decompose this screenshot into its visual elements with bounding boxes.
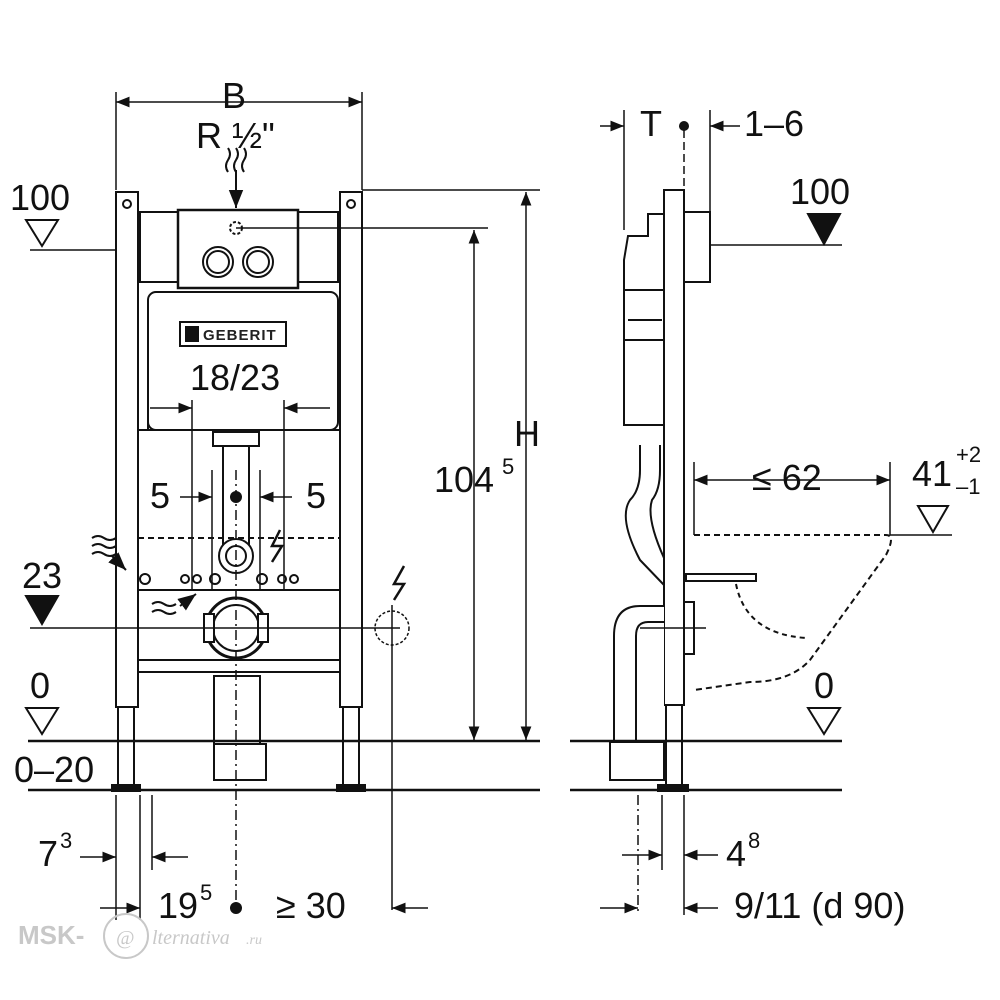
flush-pipe [212,431,260,447]
flush-button-right [242,246,274,278]
label-dim-41-plus: +2 [956,442,981,467]
label-spacing: 18/23 [190,357,280,398]
label-dim-73: 7 [38,833,58,874]
label-offset-right: 5 [306,475,326,516]
electric-icon-front [269,529,285,563]
label-height-h: H [514,413,540,454]
label-dim-48: 4 [726,833,746,874]
side-drain-bend [613,605,664,743]
label-dim-195-sup: 5 [200,880,212,905]
label-floor-range: 0–20 [14,749,94,790]
level-100-left-icon [24,219,60,248]
level-100-right-icon [806,213,842,247]
label-dim-41-minus: –1 [956,474,980,499]
mounting-bolt [685,573,757,582]
label-zero-left: 0 [30,665,50,706]
label-height-1045-sup: 5 [502,454,514,479]
label-height-1045: 104 [434,459,494,500]
label-width-b: B [222,75,246,116]
svg-text:@: @ [116,927,134,949]
left-frame-post [115,191,139,708]
label-thread: R ½" [196,115,275,156]
watermark-prefix: MSK- [18,920,84,950]
label-dim-48-sup: 8 [748,828,760,853]
label-max-62: ≤ 62 [752,457,822,498]
left-foot [117,706,135,788]
label-dim-41: 41 [912,453,952,494]
label-zero-right: 0 [814,665,834,706]
right-foot [342,706,360,788]
label-offset-left: 5 [150,475,170,516]
logo-text: GEBERIT [203,327,277,344]
watermark-tld: .ru [246,933,262,948]
side-dimensions [570,110,952,915]
electric-icon-box [391,565,407,601]
water-supply-icon [225,147,247,173]
level-23-icon [24,595,60,627]
label-min-30: ≥ 30 [276,885,346,926]
drain-pipe [213,675,261,745]
front-view [111,191,366,792]
label-dim-73-sup: 3 [60,828,72,853]
watermark-at-icon [103,913,149,959]
label-depth-t: T [640,103,662,144]
watermark: MSK- @ lternativa .ru [18,913,262,959]
flush-button-left [202,246,234,278]
label-depth-range: 1–6 [744,103,804,144]
side-view [609,189,892,792]
label-dim-195: 19 [158,885,198,926]
level-0-right-icon [806,707,842,736]
level-markers [24,213,950,736]
watermark-suffix: lternativa [152,927,230,949]
label-ref-100-left: 100 [10,177,70,218]
geberit-logo: GEBERIT [179,321,287,347]
water-lower-icon [151,593,197,615]
level-0-left-icon [24,707,60,736]
label-ref-100-right: 100 [790,171,850,212]
front-dimensions [28,92,540,920]
toilet-bowl-outline [693,534,892,691]
actuator-plate [176,208,300,290]
right-frame-post [339,191,363,708]
level-41-icon [916,505,950,535]
label-level-23: 23 [22,555,62,596]
label-pipe: 9/11 (d 90) [734,885,905,926]
water-left-icon [91,535,127,571]
